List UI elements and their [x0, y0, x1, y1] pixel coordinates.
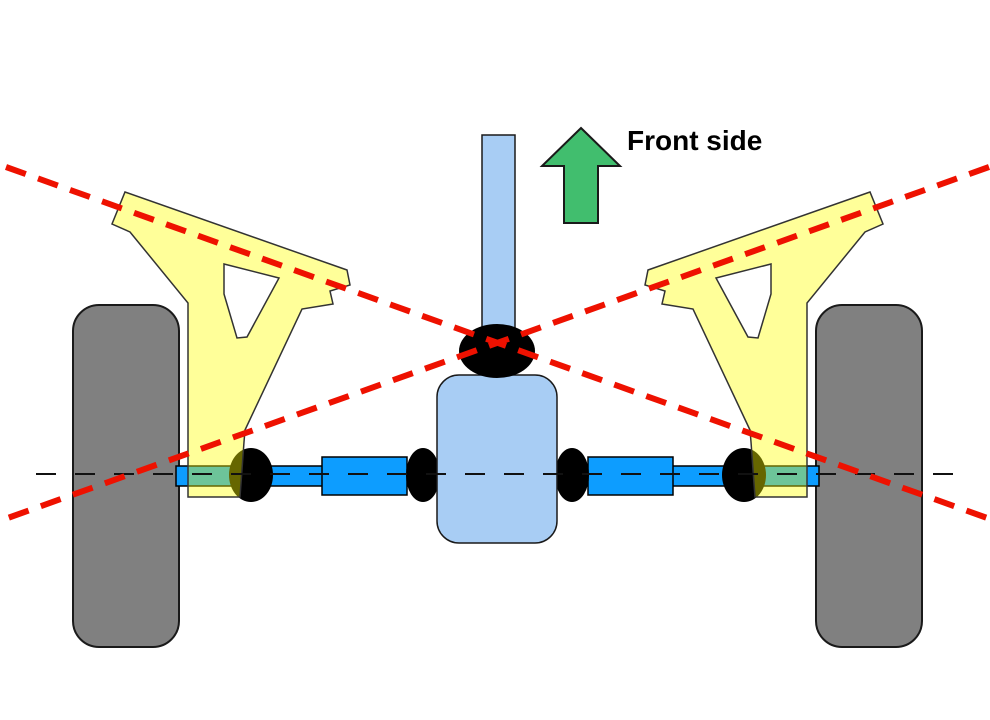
front-arrow-icon: [539, 126, 623, 224]
left-wheel: [72, 304, 180, 648]
gearbox-housing: [436, 374, 558, 544]
left-inner-bushing: [406, 448, 440, 502]
front-side-label: Front side: [627, 125, 762, 156]
right-wheel: [815, 304, 923, 648]
left-shaft-coupler: [321, 456, 408, 496]
right-shaft-coupler: [587, 456, 674, 496]
center-ball-joint: [459, 324, 535, 378]
right-inner-bushing: [555, 448, 589, 502]
steering-column: [481, 134, 516, 354]
geometry-line-right: [3, 164, 990, 522]
